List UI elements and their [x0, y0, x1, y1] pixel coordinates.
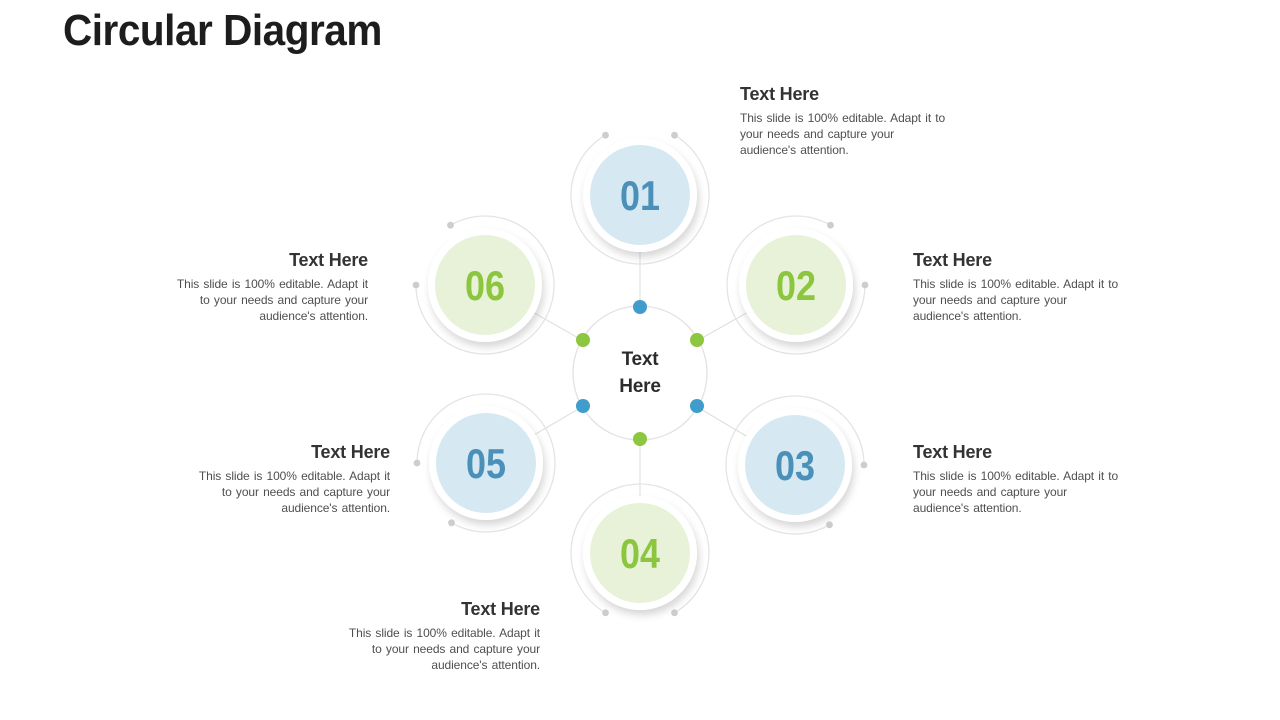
node-05-ring-dot — [448, 519, 455, 527]
node-02-number: 02 — [776, 262, 816, 309]
node-01-number: 01 — [620, 172, 660, 219]
node-03-ring-dot — [860, 461, 868, 469]
node-04: 04 — [570, 483, 710, 623]
hub-dot-lower-right-blue — [690, 399, 704, 413]
text-block-02-body: This slide is 100% editable. Adapt it to… — [913, 277, 1119, 323]
hub-dot-upper-left-green — [576, 333, 590, 347]
node-04-ring-dot — [671, 609, 678, 617]
node-03-ring-dot — [826, 521, 833, 529]
text-block-03-heading: Text Here — [913, 442, 992, 462]
node-05-circle — [436, 413, 536, 513]
text-block-04-body: This slide is 100% editable. Adapt it to… — [348, 626, 540, 672]
node-03: 03 — [725, 395, 868, 535]
text-block-05: Text Here This slide is 100% editable. A… — [199, 442, 390, 516]
text-block-04-heading: Text Here — [461, 599, 540, 619]
hub-dot-upper-right-green — [690, 333, 704, 347]
node-04-number: 04 — [620, 530, 661, 577]
node-04-circle — [590, 503, 690, 603]
node-02-ring-dot — [827, 221, 834, 229]
text-block-01-heading: Text Here — [740, 84, 819, 104]
node-03-number: 03 — [775, 442, 815, 489]
node-01: 01 — [570, 125, 710, 265]
node-06-circle — [435, 235, 535, 335]
node-05: 05 — [413, 393, 556, 533]
node-04-ring-dot — [602, 609, 609, 617]
center-label: Text Here — [619, 349, 661, 397]
node-02-circle — [746, 235, 846, 335]
hub-dot-bottom-green — [633, 432, 647, 446]
node-03-circle — [745, 415, 845, 515]
hub-dot-lower-left-blue — [576, 399, 590, 413]
hub-dot-top-blue — [633, 300, 647, 314]
node-06-ring-dot — [412, 281, 420, 289]
node-06: 06 — [412, 215, 555, 355]
node-01-circle — [590, 145, 690, 245]
text-block-02-heading: Text Here — [913, 250, 992, 270]
text-block-06: Text Here This slide is 100% editable. A… — [177, 250, 368, 324]
text-block-05-heading: Text Here — [311, 442, 390, 462]
text-block-03: Text Here This slide is 100% editable. A… — [913, 442, 1118, 516]
node-05-number: 05 — [466, 440, 506, 487]
text-block-05-body: This slide is 100% editable. Adapt it to… — [198, 469, 390, 515]
node-06-ring-dot — [447, 221, 454, 229]
text-block-01: Text Here This slide is 100% editable. A… — [740, 84, 945, 158]
node-06-number: 06 — [465, 262, 505, 309]
text-block-02: Text Here This slide is 100% editable. A… — [913, 250, 1118, 324]
text-block-06-body: This slide is 100% editable. Adapt it to… — [176, 277, 368, 323]
text-block-04: Text Here This slide is 100% editable. A… — [349, 599, 540, 673]
text-block-03-body: This slide is 100% editable. Adapt it to… — [913, 469, 1119, 515]
page-title: Circular Diagram — [63, 6, 382, 55]
node-01-ring-dot — [602, 131, 609, 139]
node-02: 02 — [726, 215, 869, 355]
text-block-01-body: This slide is 100% editable. Adapt it to… — [740, 111, 946, 157]
node-02-ring-dot — [861, 281, 869, 289]
node-01-ring-dot — [671, 131, 678, 139]
center-hub — [572, 300, 708, 446]
node-05-ring-dot — [413, 459, 421, 467]
text-block-06-heading: Text Here — [289, 250, 368, 270]
